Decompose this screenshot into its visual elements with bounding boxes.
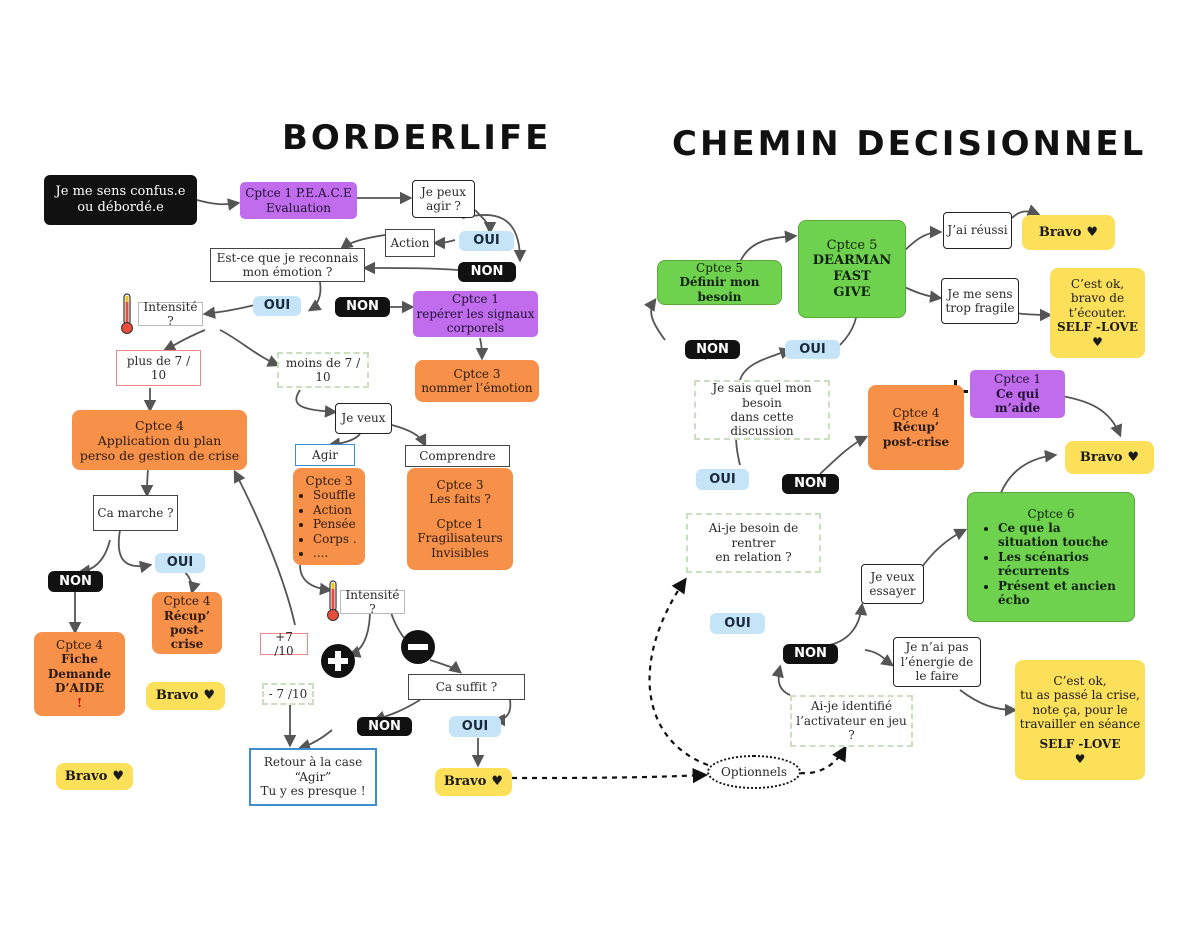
oui-badge-1: OUI [459,231,514,251]
list-item: Corps . [313,531,357,546]
heart-icon: ♥ [491,774,504,790]
oui-badge-r3: OUI [710,613,765,634]
retour-box: Retour à la case “Agir”Tu y es presque ! [249,748,377,806]
agir-list-box: Cptce 3 Souffle Action Pensée Corps . ..… [293,468,365,565]
cptce6-box: Cptce 6 Ce que la situation touche Les s… [967,492,1135,622]
intensite-box-2: Intensité ? [340,588,405,616]
bravo-badge-top: Bravo♥ [1022,215,1115,250]
comprendre-label: Comprendre [405,445,510,467]
non-badge-r2: NON [782,474,839,494]
oui-badge-2: OUI [253,296,301,316]
bravo-badge-mid: Bravo♥ [1065,441,1154,474]
non-badge-2: NON [335,297,390,317]
title-borderlife: BORDERLIFE [282,118,552,158]
marche-box: Ca marche ? [93,495,178,531]
list-item: Pensée [313,517,356,532]
selflove-box-2: C’est ok,tu as passé la crise,note ça, p… [1015,660,1145,780]
list-item: Présent et ancien écho [998,578,1116,607]
heart-icon: ♥ [203,688,216,704]
non-badge-1: NON [458,262,516,282]
je-veux-box: Je veux [335,403,392,434]
agir-label: Agir [295,444,355,466]
title-chemin-decisionnel: CHEMIN DECISIONNEL [672,124,1147,164]
intensite-box-1: Intensité ? [138,300,203,328]
oui-badge-r1: OUI [785,340,840,359]
reussi-box: J’ai réussi [943,212,1012,249]
plus7b-box: +7 /10 [260,630,308,658]
non-badge-4: NON [357,717,412,736]
thermometer-icon [121,293,133,335]
action-box: Action [385,229,435,257]
heart-icon: ♥ [1086,224,1099,240]
non-badge-3: NON [48,571,103,592]
oui-badge-r2: OUI [696,469,749,490]
bravo-badge-2: Bravo♥ [56,763,133,790]
bravo-badge-3: Bravo♥ [435,768,512,796]
plus-circle-icon [320,643,356,679]
heart-icon: ♥ [112,768,125,784]
optionnels-oval: Optionnels [707,755,801,789]
minus-circle-icon [400,629,436,665]
list-item: Ce que la situation touche [998,521,1109,550]
list-item: Souffle [313,488,356,503]
heart-icon: ♥ [1074,751,1086,766]
list-item: Les scénarios récurrents [998,549,1089,579]
plus7-box: plus de 7 / 10 [116,350,201,386]
thermometer-icon [327,580,339,622]
non-badge-r1: NON [685,340,740,359]
oui-badge-4: OUI [449,716,501,737]
heart-icon: ♥ [1092,334,1103,349]
bravo-badge-1: Bravo♥ [146,682,225,710]
moins7b-box: - 7 /10 [262,683,314,705]
suffit-box: Ca suffit ? [408,674,525,700]
oui-badge-3: OUI [155,553,205,573]
moins7-box: moins de 7 / 10 [277,352,369,388]
list-item: .... [313,545,329,560]
list-item: Action [313,502,352,517]
heart-icon: ♥ [1127,449,1140,465]
non-badge-r3: NON [783,644,838,664]
